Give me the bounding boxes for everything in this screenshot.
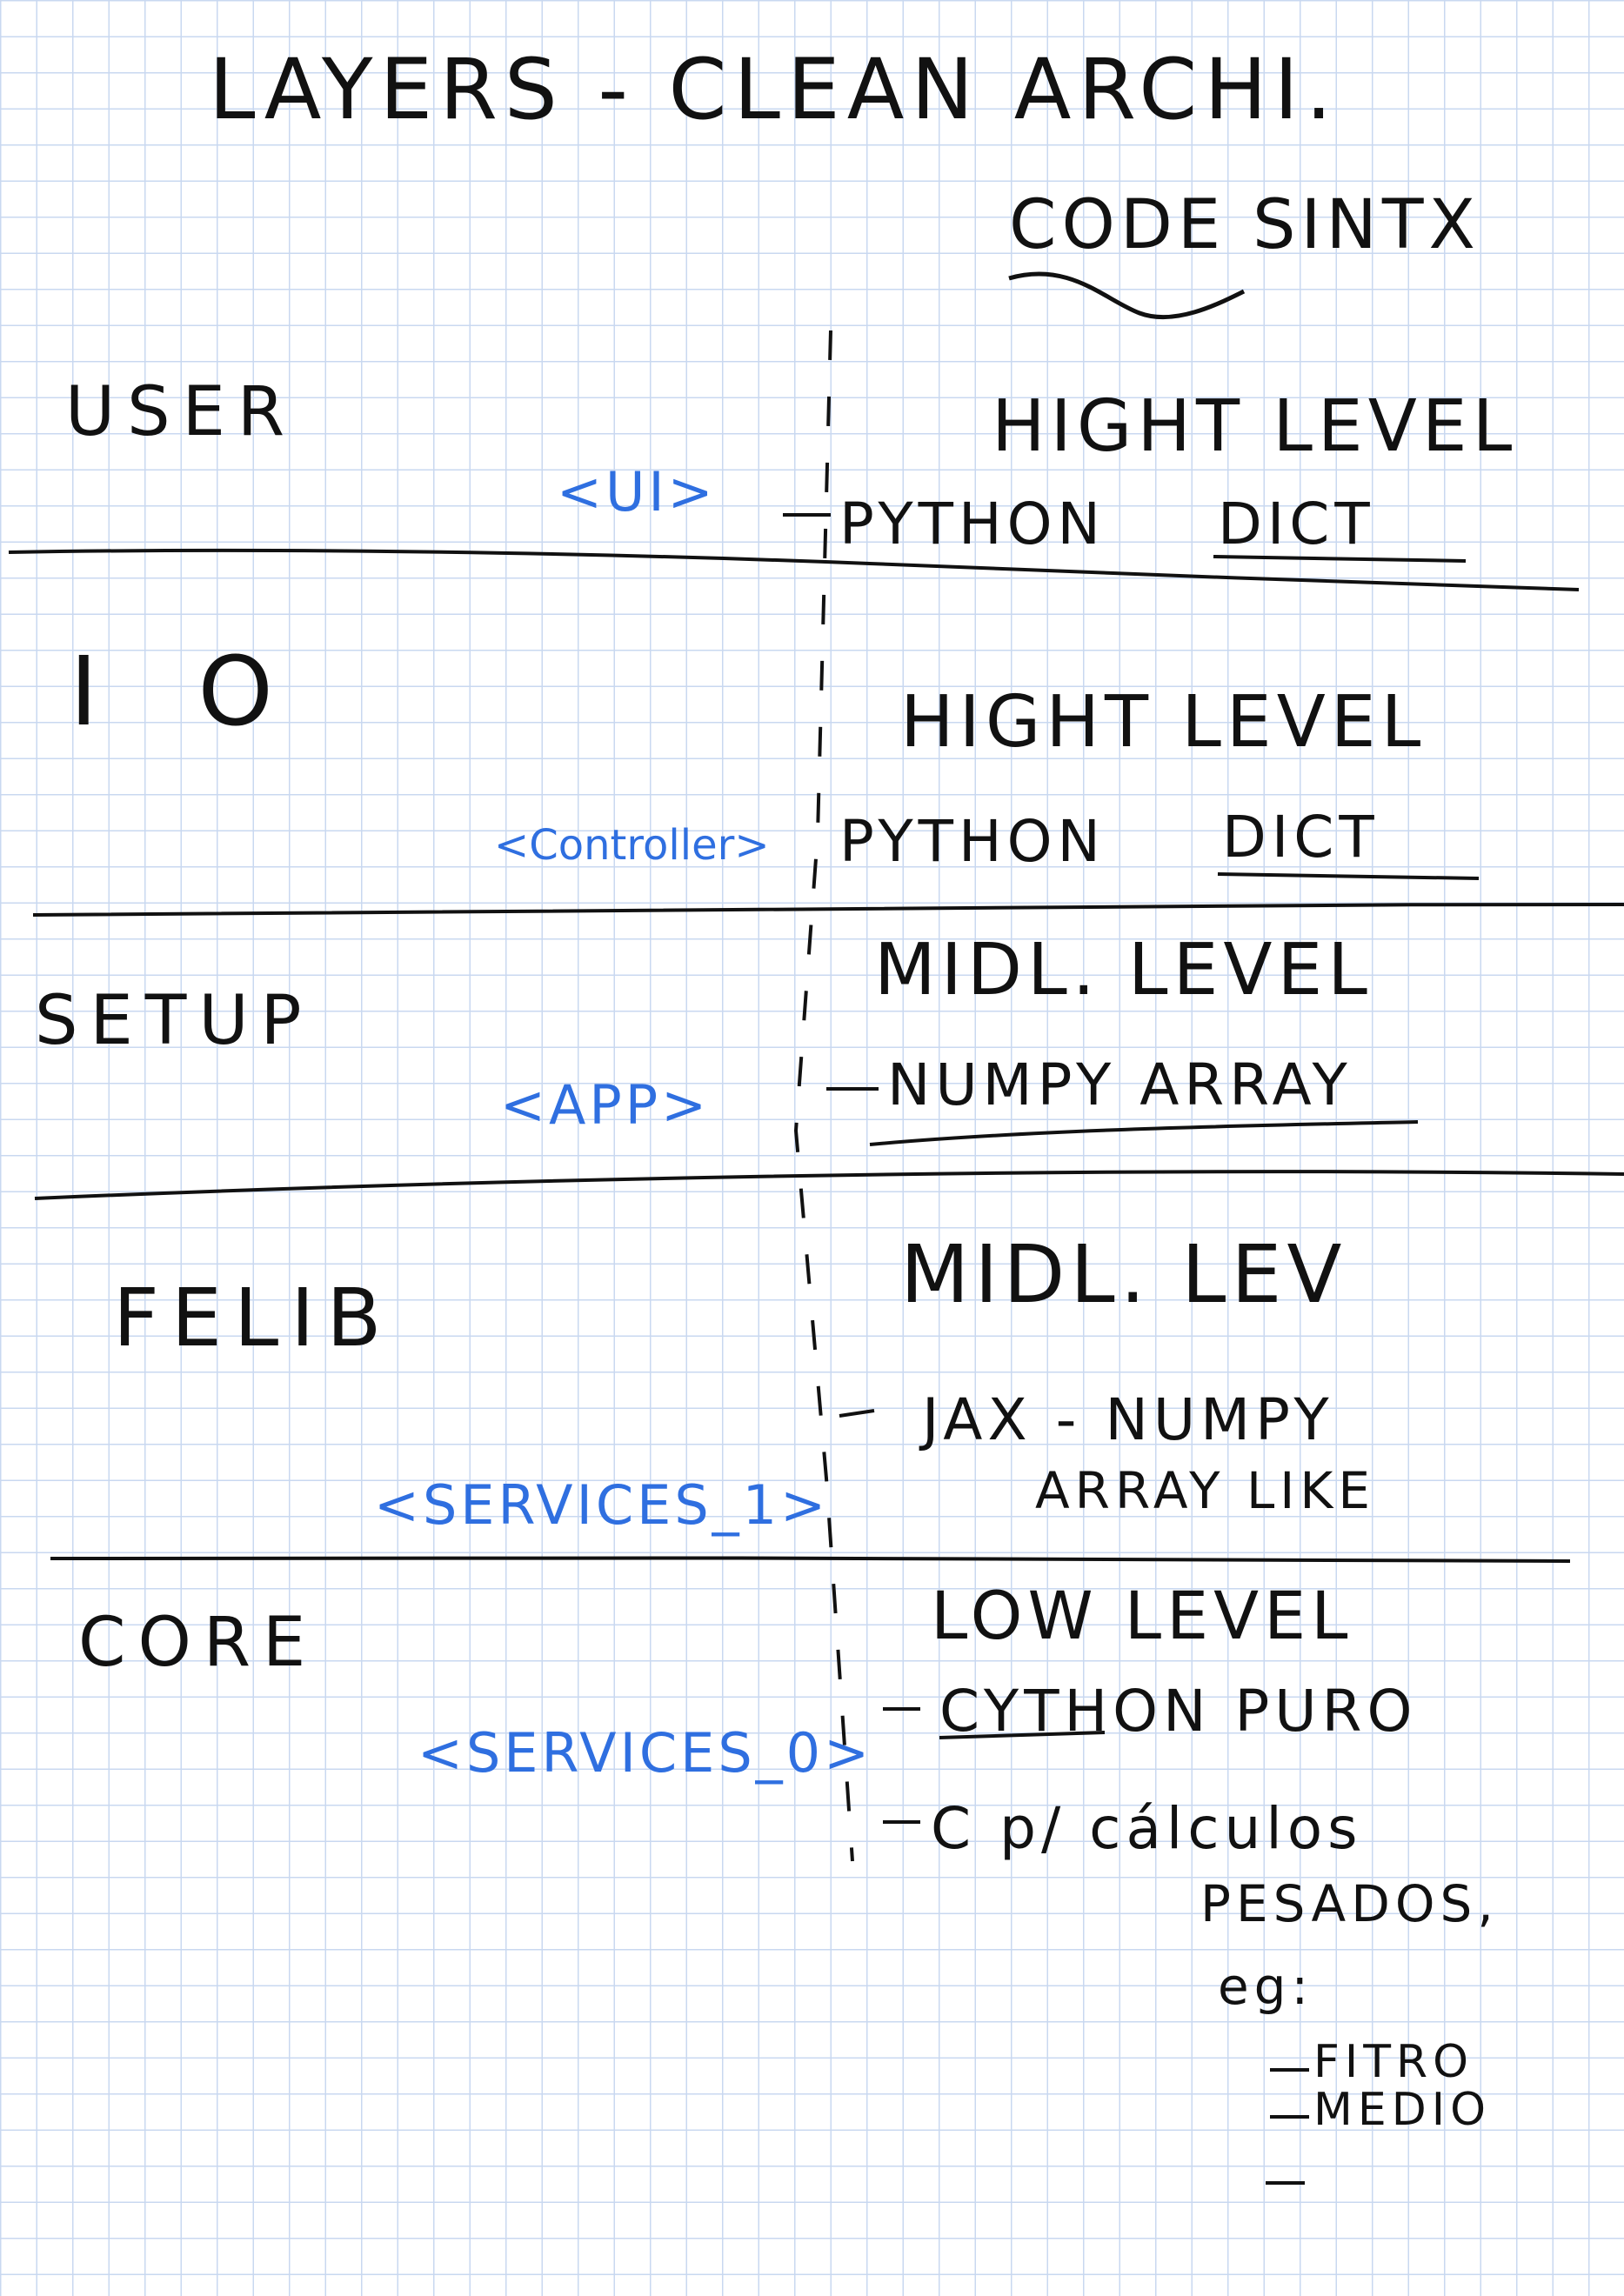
layer-type-line2-felib: ARRAY LIKE — [1035, 1461, 1376, 1520]
layer-type-line1-felib: JAX - NUMPY — [922, 1386, 1334, 1453]
layer-tag-services-0: <SERVICES_0> — [418, 1721, 873, 1785]
layer-name-felib: FELIB — [113, 1271, 394, 1365]
underline-dict-user — [1213, 555, 1467, 563]
layer-name-setup: SETUP — [35, 982, 314, 1060]
layer-type-line4-core: eg: — [1218, 1957, 1314, 2016]
layer-level-setup: MIDL. LEVEL — [874, 929, 1373, 1011]
layer-name-io: I O — [70, 636, 308, 747]
page-title: LAYERS - CLEAN ARCHI. — [209, 41, 1340, 138]
page-subtitle: CODE SINTX — [1009, 186, 1480, 264]
layer-name-core: CORE — [78, 1604, 318, 1682]
layer-level-felib: MIDL. LEV — [900, 1228, 1347, 1321]
underline-dict-io — [1217, 872, 1480, 880]
layer-level-core: LOW LEVEL — [931, 1577, 1353, 1654]
vertical-divider — [793, 330, 854, 1862]
layer-type-word-setup: NUMPY ARRAY — [887, 1051, 1353, 1118]
layer-type-word-user: DICT — [1218, 491, 1375, 557]
connector-felib — [839, 1409, 875, 1418]
layer-tag-services-1: <SERVICES_1> — [374, 1473, 830, 1537]
layer-tag-app: <APP> — [500, 1073, 711, 1137]
separator-user-io — [8, 548, 1580, 591]
underline-numpy-array — [869, 1120, 1419, 1146]
subtitle-squiggle — [1008, 271, 1246, 320]
layer-name-user: USER — [65, 373, 297, 451]
separator-io-setup — [32, 903, 1624, 917]
layer-level-io: HIGHT LEVEL — [900, 681, 1427, 764]
layer-level-user: HIGHT LEVEL — [992, 385, 1518, 468]
layer-type-line3-core: PESADOS, — [1200, 1874, 1499, 1933]
layer-type-prefix-io: PYTHON — [839, 808, 1106, 875]
core-example-1: FITRO — [1313, 2036, 1474, 2088]
underline-cython — [939, 1731, 1106, 1739]
layer-type-line1-core: CYTHON PURO — [939, 1678, 1418, 1745]
layer-type-word-io: DICT — [1222, 804, 1380, 871]
layer-tag-controller: <Controller> — [494, 821, 770, 870]
layer-type-line2-core: C p/ cálculos — [931, 1795, 1363, 1862]
layer-type-prefix-user: PYTHON — [839, 491, 1106, 557]
layer-tag-ui: <UI> — [557, 460, 717, 524]
separator-setup-felib — [34, 1170, 1624, 1200]
separator-felib-core — [50, 1556, 1571, 1563]
core-example-2: MEDIO — [1313, 2084, 1492, 2136]
